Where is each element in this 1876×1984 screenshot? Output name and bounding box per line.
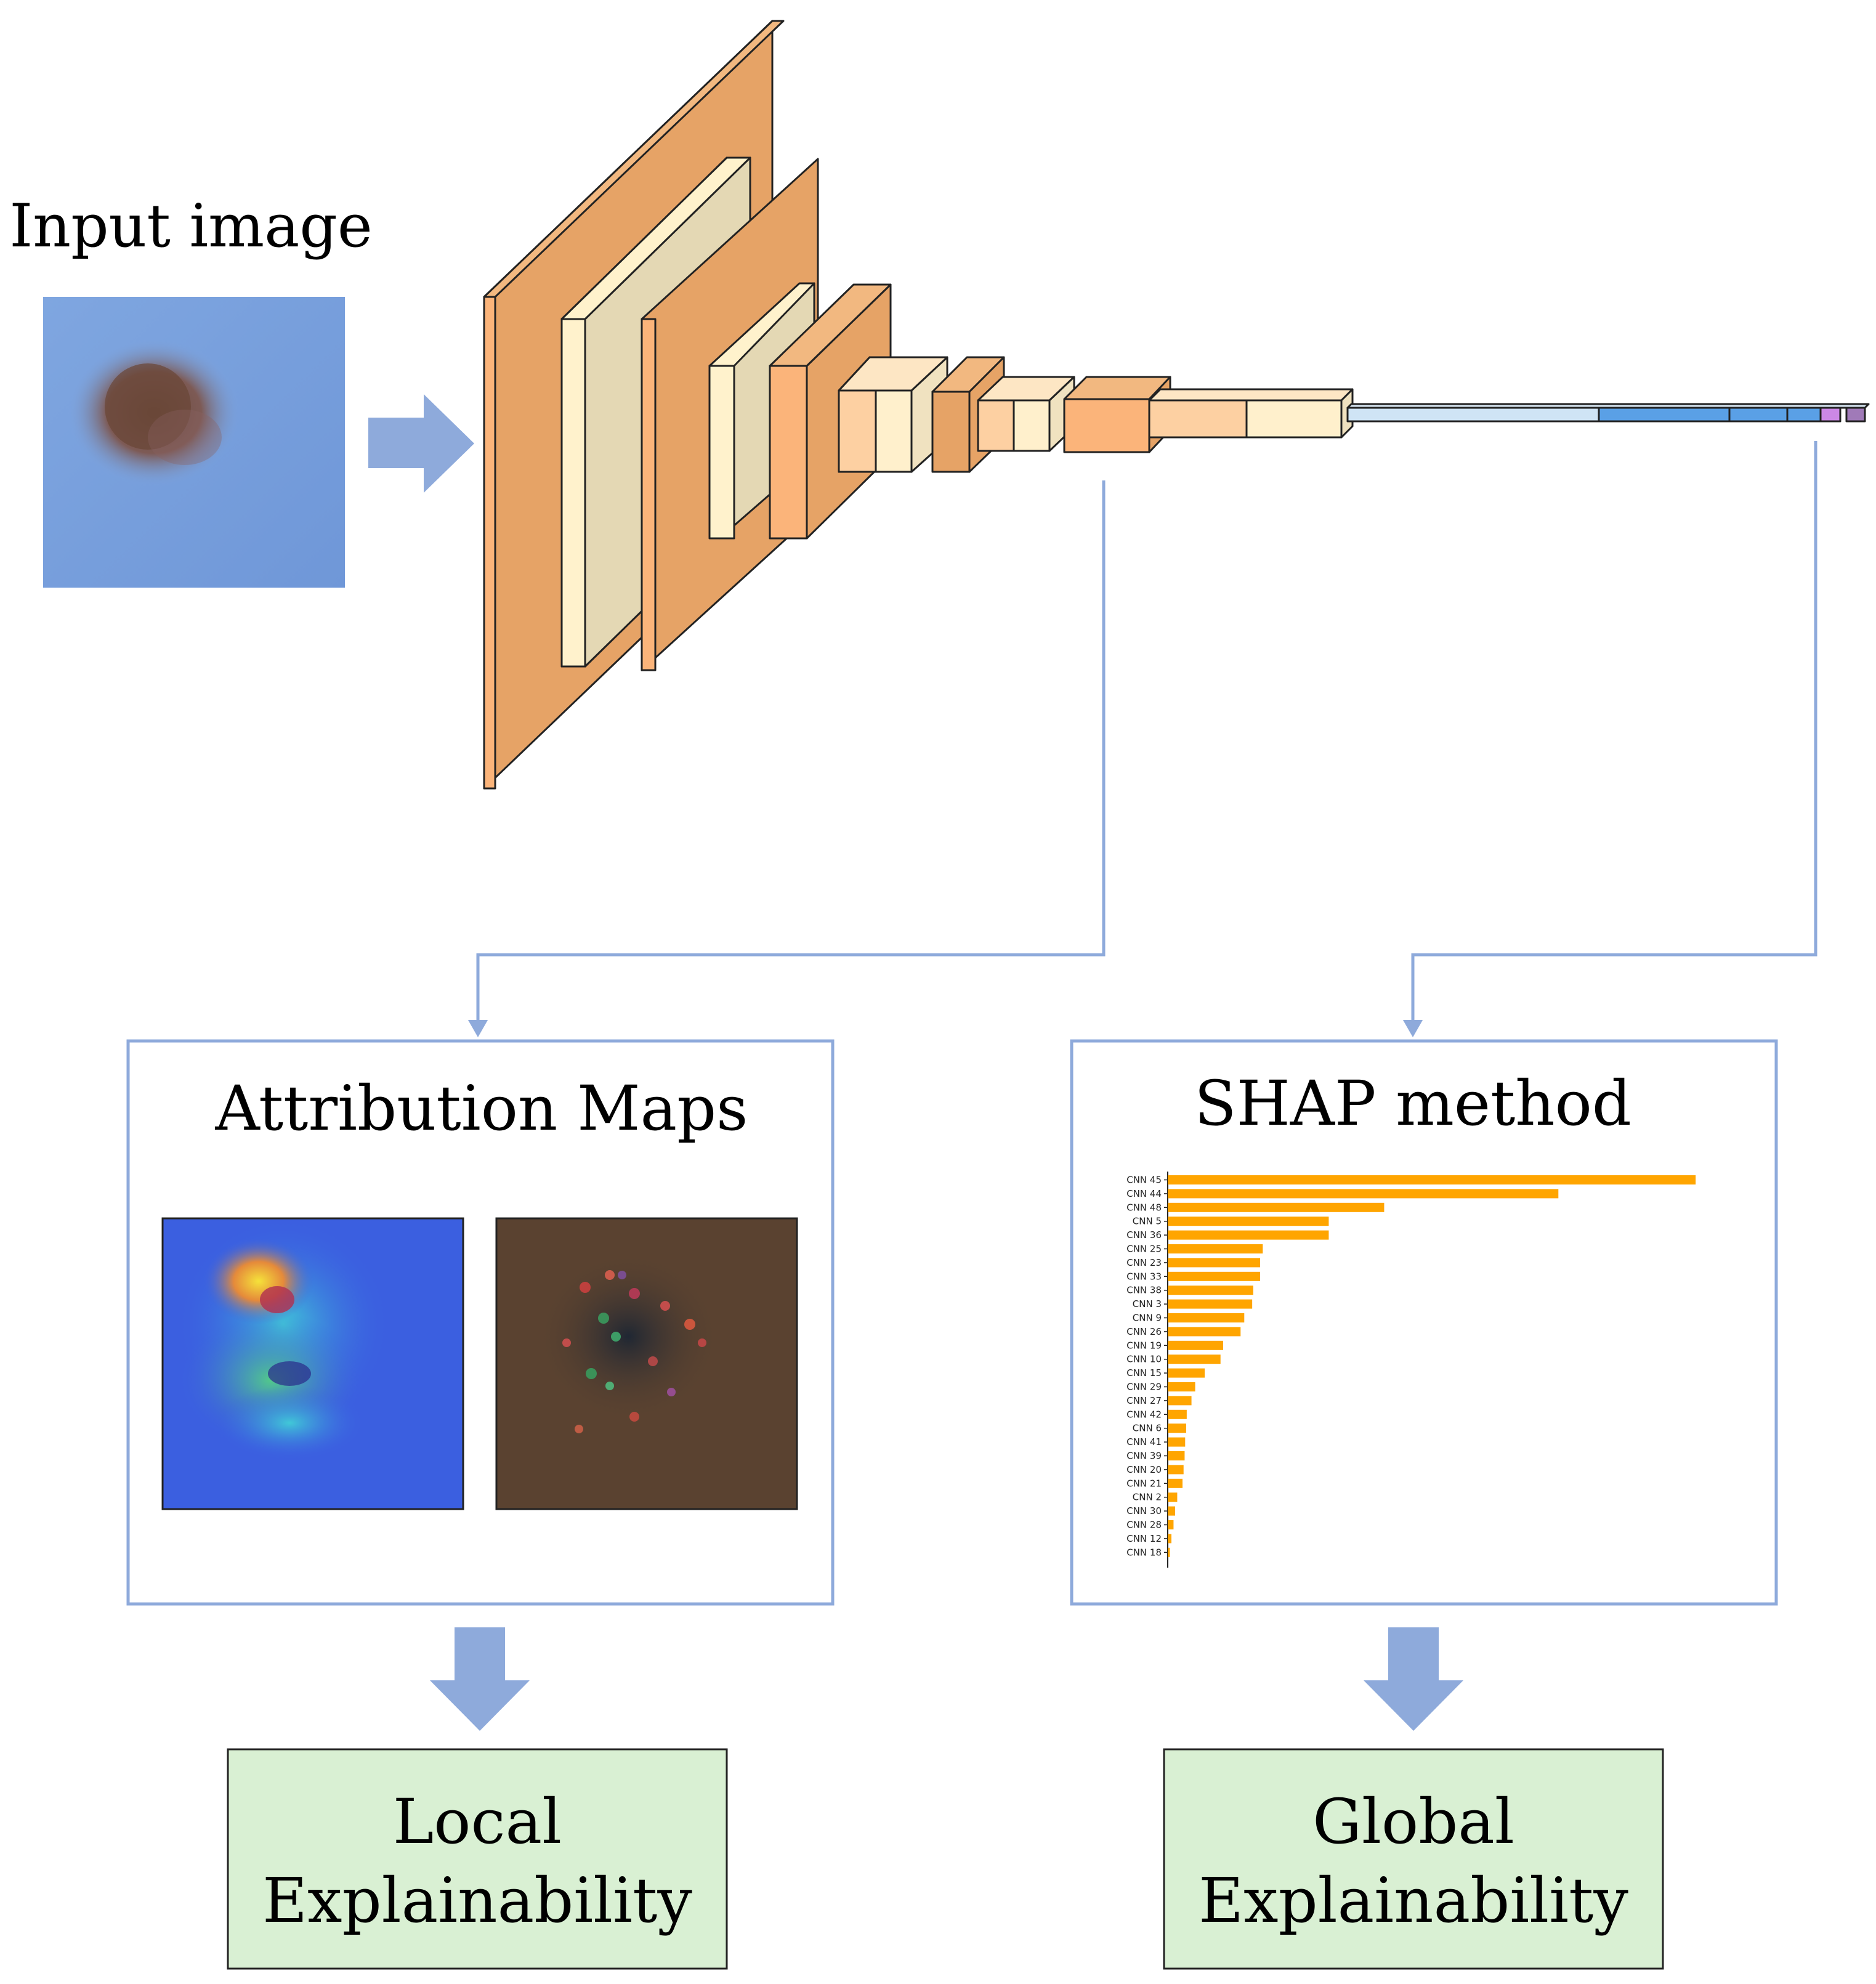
shap-tick-label: CNN 5	[1133, 1216, 1162, 1227]
shap-tick-label: CNN 42	[1126, 1409, 1162, 1420]
shap-bar	[1168, 1437, 1186, 1447]
shap-tick-label: CNN 20	[1126, 1464, 1162, 1475]
shap-tick-label: CNN 39	[1126, 1451, 1162, 1462]
shap-bar	[1168, 1478, 1183, 1488]
shap-tick-label: CNN 6	[1133, 1423, 1162, 1434]
connector-arrowhead-left	[468, 1020, 488, 1037]
shap-tick-label: CNN 9	[1133, 1313, 1162, 1324]
shap-title: SHAP method	[1194, 1067, 1631, 1140]
shap-bar	[1168, 1409, 1187, 1419]
shap-tick-label: CNN 15	[1126, 1367, 1162, 1379]
attribution-map-saliency	[495, 1217, 798, 1510]
shap-bar	[1168, 1492, 1178, 1502]
global-line1: Global	[1312, 1786, 1514, 1858]
shap-tick-label: CNN 28	[1126, 1520, 1162, 1531]
shap-bar	[1168, 1286, 1253, 1295]
shap-bar	[1168, 1175, 1696, 1184]
shap-tick-label: CNN 38	[1126, 1285, 1162, 1296]
input-image-title: Input image	[9, 192, 372, 261]
shap-tick-label: CNN 18	[1126, 1547, 1162, 1558]
local-explainability-box	[227, 1748, 728, 1970]
shap-tick-label: CNN 48	[1126, 1202, 1162, 1213]
shap-bar	[1168, 1299, 1253, 1309]
shap-tick-label: CNN 26	[1126, 1326, 1162, 1337]
connector-lines	[476, 441, 1817, 1025]
shap-tick-label: CNN 45	[1126, 1175, 1162, 1186]
shap-bar-chart: CNN 45 CNN 44 CNN 48 CNN 5 CNN 36 CNN 25 CNN 2…	[1126, 1172, 1696, 1568]
shap-tick-label: CNN 41	[1126, 1436, 1162, 1448]
attribution-title: Attribution Maps	[215, 1072, 748, 1144]
shap-bar	[1168, 1534, 1171, 1544]
shap-tick-label: CNN 44	[1126, 1188, 1162, 1199]
shap-bar	[1168, 1520, 1174, 1529]
global-down-arrow	[1364, 1627, 1463, 1731]
shap-bar	[1168, 1230, 1329, 1240]
global-line2: Explainability	[1199, 1865, 1628, 1937]
shap-tick-label: CNN 23	[1126, 1257, 1162, 1268]
shap-tick-label: CNN 30	[1126, 1505, 1162, 1516]
shap-tick-label: CNN 29	[1126, 1382, 1162, 1393]
shap-bar	[1168, 1340, 1223, 1350]
shap-bar	[1168, 1423, 1186, 1433]
local-line2: Explainability	[262, 1865, 692, 1937]
shap-bar	[1168, 1217, 1329, 1226]
shap-tick-label: CNN 33	[1126, 1271, 1162, 1282]
shap-bar	[1168, 1202, 1385, 1212]
shap-bar	[1168, 1354, 1221, 1364]
local-down-arrow	[430, 1627, 530, 1731]
shap-bar	[1168, 1382, 1195, 1391]
shap-tick-label: CNN 21	[1126, 1478, 1162, 1489]
shap-bar	[1168, 1313, 1245, 1322]
shap-tick-label: CNN 10	[1126, 1354, 1162, 1365]
shap-tick-label: CNN 25	[1126, 1244, 1162, 1255]
shap-tick-label: CNN 19	[1126, 1340, 1162, 1351]
shap-bar	[1168, 1327, 1241, 1337]
connector-arrowhead-right	[1403, 1020, 1423, 1037]
input-arrow	[368, 394, 474, 493]
shap-tick-label: CNN 12	[1126, 1533, 1162, 1544]
shap-tick-label: CNN 2	[1133, 1492, 1162, 1503]
global-explainability-box	[1163, 1748, 1664, 1970]
local-line1: Local	[393, 1786, 562, 1858]
shap-bar	[1168, 1368, 1205, 1378]
shap-bar	[1168, 1271, 1260, 1281]
shap-bar	[1168, 1465, 1184, 1475]
shap-bar	[1168, 1244, 1263, 1253]
attribution-map-gradcam	[161, 1217, 464, 1510]
shap-bar	[1168, 1451, 1185, 1460]
shap-bar	[1168, 1506, 1175, 1516]
shap-tick-label: CNN 3	[1133, 1298, 1162, 1310]
input-image	[43, 297, 345, 588]
shap-bar	[1168, 1189, 1559, 1199]
cnn-architecture	[483, 20, 1870, 790]
shap-bar	[1168, 1258, 1260, 1268]
shap-bar	[1168, 1547, 1170, 1557]
shap-tick-label: CNN 36	[1126, 1229, 1162, 1241]
shap-bar	[1168, 1396, 1192, 1406]
shap-tick-label: CNN 27	[1126, 1395, 1162, 1406]
